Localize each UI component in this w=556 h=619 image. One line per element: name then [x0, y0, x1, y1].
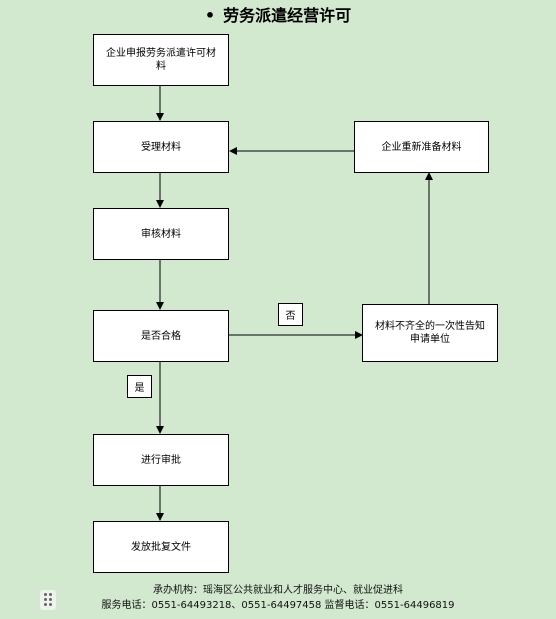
title-text: 劳务派遣经营许可 — [223, 6, 352, 25]
node-qualified: 是否合格 — [93, 310, 229, 362]
node-issue: 发放批复文件 — [93, 521, 229, 573]
edge-label-no-text: 否 — [285, 311, 296, 322]
node-qualified-text: 是否合格 — [141, 330, 181, 342]
bullet-icon: • — [204, 6, 216, 25]
node-notify: 材料不齐全的一次性告知申请单位 — [362, 304, 498, 362]
node-approve: 进行审批 — [93, 434, 229, 486]
node-accept-text: 受理材料 — [141, 141, 181, 153]
node-issue-text: 发放批复文件 — [131, 541, 191, 553]
node-notify-text: 材料不齐全的一次性告知申请单位 — [375, 321, 485, 345]
edge-label-no: 否 — [278, 303, 303, 326]
drag-handle-icon[interactable] — [40, 590, 56, 610]
node-apply-text: 企业申报劳务派遣许可材料 — [106, 48, 216, 72]
node-resubmit: 企业重新准备材料 — [354, 121, 489, 173]
node-accept: 受理材料 — [93, 121, 229, 173]
node-approve-text: 进行审批 — [141, 454, 181, 466]
edge-label-yes-text: 是 — [134, 383, 145, 394]
node-resubmit-text: 企业重新准备材料 — [381, 141, 462, 153]
footer-phones: 服务电话：0551-64493218、0551-64497458 监督电话：05… — [101, 600, 455, 611]
footer-agency: 承办机构：瑶海区公共就业和人才服务中心、就业促进科 — [153, 585, 403, 596]
page-title: • 劳务派遣经营许可 — [0, 2, 556, 26]
edge-label-yes: 是 — [127, 375, 152, 398]
node-review: 审核材料 — [93, 208, 229, 260]
node-apply: 企业申报劳务派遣许可材料 — [93, 34, 229, 86]
node-review-text: 审核材料 — [141, 228, 181, 240]
